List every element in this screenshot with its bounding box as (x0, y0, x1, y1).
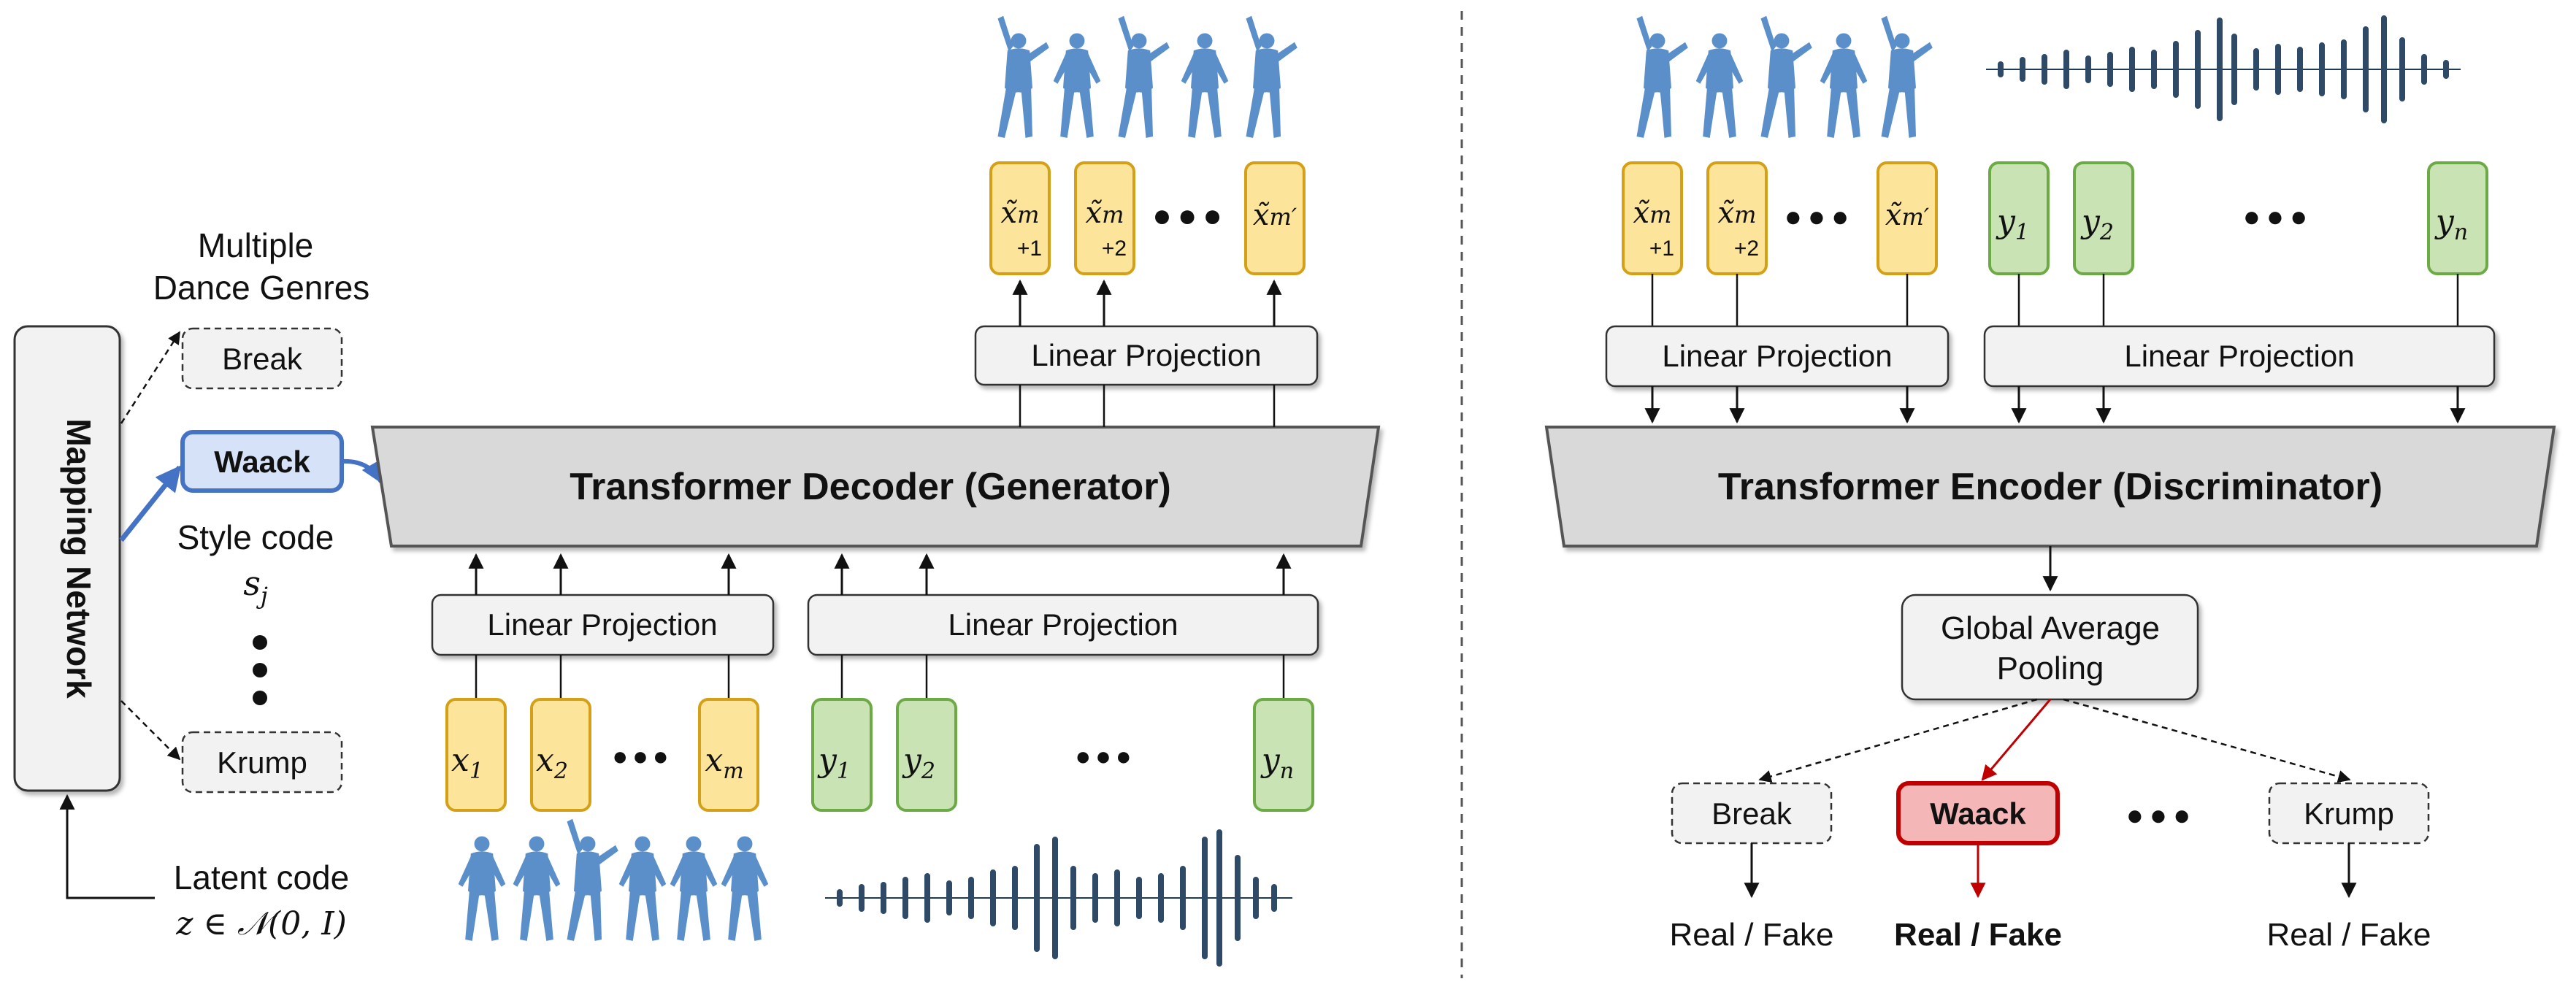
head-break-result: Real / Fake (1670, 917, 1834, 953)
linear-projection-label: Linear Projection (1662, 339, 1892, 373)
pooling-to-krump-arrow (2063, 698, 2351, 783)
linear-projection-label: Linear Projection (2124, 339, 2354, 373)
latent-code-formula: z ∈ 𝒩(0, I) (175, 905, 347, 942)
pooling-to-waack-arrow (1981, 699, 2052, 781)
waack-to-decoder-arrow (341, 458, 383, 484)
motion-ellipsis: ●●● (612, 741, 672, 771)
linear-projection-label: Linear Projection (948, 607, 1178, 642)
discriminator-dance-figures (1636, 15, 1933, 138)
input-dance-figures (458, 818, 769, 941)
mapping-network-box (13, 325, 121, 792)
motion-token-x1-label: x1 (451, 742, 483, 784)
disc-music-token-y1-label: y1 (1996, 203, 2029, 245)
disc-music-ellipsis: ●●● (2243, 201, 2313, 233)
music-token-y2 (896, 698, 957, 812)
genre-break-label: Break (222, 342, 303, 376)
mapping-to-krump-arrow (120, 700, 181, 761)
output-ellipsis: ●●● (1152, 198, 1228, 234)
music-token-yn-label: yn (1260, 742, 1294, 784)
transformer-encoder-title: Transformer Encoder (Discriminator) (1718, 466, 2383, 508)
motion-token-x2 (530, 698, 591, 812)
transformer-decoder-block (370, 426, 1381, 548)
disc-motion-token-2-sub2: +2 (1734, 237, 1759, 261)
disc-linear-projection-motion (1605, 325, 1950, 388)
genres-title-line1: Multiple (198, 226, 314, 264)
genre-krump-box (181, 731, 343, 794)
head-waack-label: Waack (1930, 796, 2026, 831)
transformer-decoder-title: Transformer Decoder (Generator) (570, 466, 1171, 508)
vertical-ellipsis-dot (253, 691, 267, 705)
linear-projection-motion-input (431, 594, 775, 656)
style-code-label: Style code (177, 518, 334, 556)
mapping-network-label: Mapping Network (60, 418, 98, 699)
head-break-label: Break (1711, 796, 1793, 831)
output-token-2 (1074, 161, 1135, 275)
genre-break-box (181, 327, 343, 390)
input-music-waveform (825, 829, 1292, 967)
disc-linear-projection-music (1983, 325, 2496, 388)
disc-music-token-y2-label: y2 (2080, 203, 2114, 245)
linear-projection-output (974, 325, 1319, 386)
music-token-y1 (811, 698, 873, 812)
transformer-encoder-block (1544, 426, 2556, 548)
motion-token-xm-label: xm (705, 742, 743, 784)
linear-projection-label: Linear Projection (1031, 338, 1261, 372)
output-token-1-label: x̃m (1001, 196, 1040, 230)
linear-projection-music-input (807, 594, 1319, 656)
output-token-m-prime (1244, 161, 1306, 275)
motion-token-x1 (445, 698, 507, 812)
disc-music-token-yn-label: yn (2434, 203, 2468, 245)
genres-title-line2: Dance Genres (153, 269, 370, 307)
head-krump-result: Real / Fake (2267, 917, 2431, 953)
music-ellipsis: ●●● (1075, 741, 1135, 771)
disc-motion-token-2-label: x̃m (1718, 196, 1757, 230)
motion-token-xm (698, 698, 759, 812)
latent-to-mapping-arrow (59, 794, 155, 899)
latent-code-label: Latent code (174, 859, 349, 896)
pooling-to-break-arrow (1758, 698, 2038, 783)
output-token-2-sub2: +2 (1102, 237, 1127, 261)
music-token-y2-label: y2 (902, 742, 935, 784)
output-token-1-sub2: +1 (1017, 237, 1042, 261)
genre-krump-label: Krump (217, 745, 307, 780)
output-token-m-prime-label: x̃m′ (1253, 199, 1297, 232)
generated-dance-figures (997, 15, 1297, 138)
motion-token-x2-label: x2 (536, 742, 568, 784)
discriminator-music-waveform (1986, 15, 2461, 123)
disc-motion-token-m-prime-label: x̃m′ (1885, 199, 1930, 232)
disc-motion-token-1-label: x̃m (1633, 196, 1672, 230)
output-token-2-label: x̃m (1086, 196, 1124, 230)
linear-projection-label: Linear Projection (487, 607, 717, 642)
genre-waack-label: Waack (214, 445, 310, 479)
pooling-label-line1: Global Average (1941, 610, 2160, 646)
output-token-1 (989, 161, 1051, 275)
heads-ellipsis: ●●● (2126, 799, 2196, 832)
disc-motion-ellipsis: ●●● (1785, 201, 1855, 233)
music-token-y1-label: y1 (817, 742, 851, 784)
style-code-symbol: sj (243, 564, 268, 610)
vertical-ellipsis-dot (253, 635, 267, 650)
vertical-ellipsis-dot (253, 663, 267, 677)
head-krump-label: Krump (2304, 796, 2394, 831)
mapping-to-waack-arrow (119, 465, 182, 542)
disc-motion-token-1-sub2: +1 (1649, 237, 1674, 261)
mapping-to-break-arrow (120, 331, 181, 424)
music-token-yn (1253, 698, 1314, 812)
head-waack-result: Real / Fake (1894, 917, 2062, 953)
pooling-label-line2: Pooling (1997, 650, 2104, 686)
